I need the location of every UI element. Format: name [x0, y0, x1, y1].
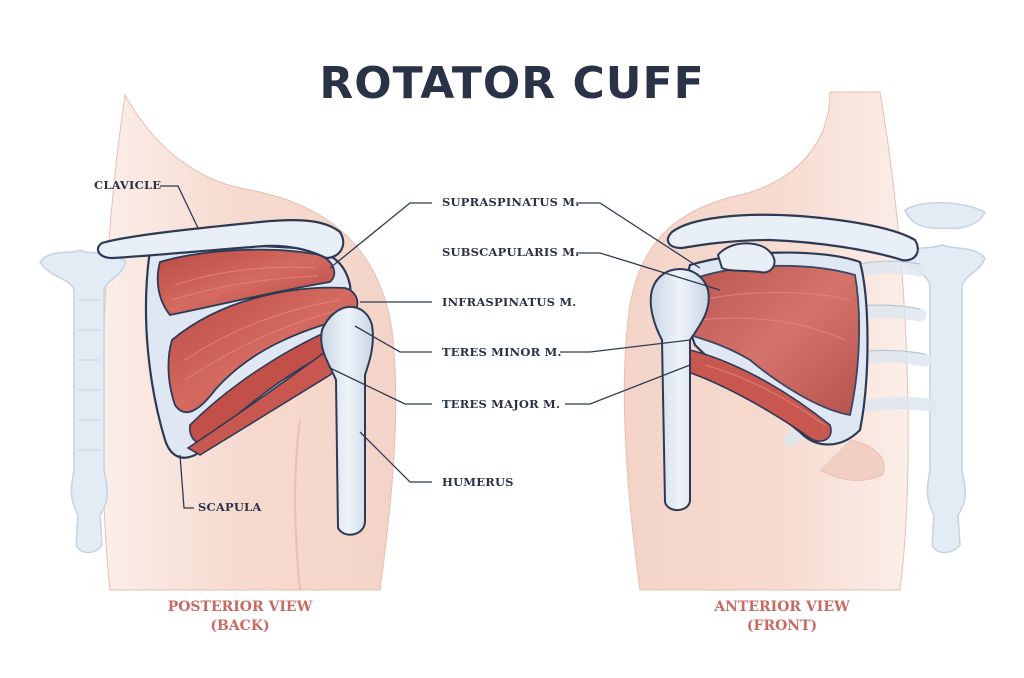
anterior-view-figure: [623, 91, 986, 591]
leader-humerus: [359, 431, 432, 483]
anterior-view-title: ANTERIOR VIEW: [714, 599, 850, 615]
leader-subscapularis: [576, 252, 721, 291]
label-supraspinatus: SUPRASPINATUS M.: [442, 195, 580, 209]
leader-clavicle: [160, 185, 199, 229]
anterior-view-subtitle: (FRONT): [746, 618, 818, 634]
subscapularis-muscle-right: [689, 264, 861, 417]
posterior-view-caption: POSTERIOR VIEW (BACK): [140, 598, 340, 636]
leader-supraspinatus-left: [329, 202, 432, 269]
label-humerus: HUMERUS: [442, 475, 514, 489]
label-scapula: SCAPULA: [198, 500, 262, 514]
posterior-view-subtitle: (BACK): [210, 618, 270, 634]
label-teres-major: TERES MAJOR M.: [442, 397, 561, 411]
leader-scapula: [179, 454, 194, 509]
coracoid-process: [716, 242, 776, 274]
spine-right: [899, 202, 986, 554]
posterior-view-figure: [39, 93, 397, 591]
leader-lines: [160, 185, 721, 509]
label-infraspinatus: INFRASPINATUS M.: [442, 295, 577, 309]
clavicle-left: [96, 219, 345, 260]
posterior-arm-crease: [294, 419, 301, 591]
leader-teres-major-right: [565, 364, 691, 405]
label-clavicle: CLAVICLE: [94, 178, 162, 192]
muscle-fibers-right: [699, 292, 851, 426]
supraspinatus-muscle-left: [156, 248, 336, 316]
anterior-chest-contour: [819, 439, 885, 481]
label-teres-minor: TERES MINOR M.: [442, 345, 562, 359]
anterior-view-caption: ANTERIOR VIEW (FRONT): [682, 598, 882, 636]
teres-major-muscle-right: [687, 348, 832, 442]
spine-left: [39, 249, 127, 554]
leader-supraspinatus-right: [576, 202, 701, 269]
label-subscapularis: SUBSCAPULARIS M.: [442, 245, 580, 259]
leader-teres-minor-right: [560, 339, 691, 353]
humerus-left: [320, 305, 374, 536]
page-title: ROTATOR CUFF: [319, 58, 705, 109]
clavicle-right: [666, 213, 919, 262]
leader-teres-major-left: [329, 367, 432, 405]
posterior-view-title: POSTERIOR VIEW: [167, 599, 313, 615]
muscle-fibers-left: [171, 266, 341, 381]
leader-teres-minor-left: [354, 325, 432, 353]
